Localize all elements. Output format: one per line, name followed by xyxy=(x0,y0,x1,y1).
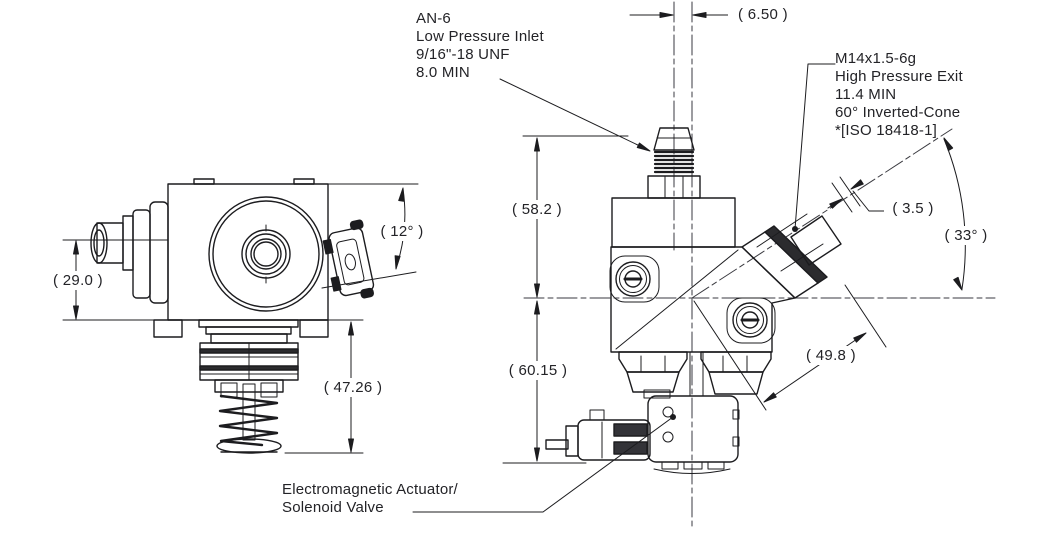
callout-line: 9/16"-18 UNF xyxy=(416,46,510,63)
dim-actuator-length: ( 47.26 ) xyxy=(317,378,389,397)
pump-body-side xyxy=(153,178,329,338)
dim-29-lines xyxy=(62,239,169,320)
an6-threads xyxy=(653,150,695,174)
solenoid-side xyxy=(198,319,299,441)
return-spring xyxy=(216,394,282,454)
right-view xyxy=(502,1,996,529)
dim-exit-length: ( 49.8 ) xyxy=(797,346,865,365)
left-view xyxy=(62,178,419,454)
castellated-section xyxy=(618,351,772,399)
leader-low-pressure-inlet xyxy=(499,78,651,152)
dim-lower-height: ( 60.15 ) xyxy=(500,361,576,380)
high-pressure-exit-boss xyxy=(741,213,842,299)
leader-high-pressure-exit xyxy=(792,63,836,232)
dim-inlet-centerline-drop: ( 29.0 ) xyxy=(44,271,112,290)
callout-line: 8.0 MIN xyxy=(416,64,470,81)
dim-connector-angle: ( 12° ) xyxy=(374,222,430,241)
callout-line: Solenoid Valve xyxy=(282,499,384,516)
pump-body-front xyxy=(610,197,796,353)
callout-actuator: Electromagnetic Actuator/ Solenoid Valve xyxy=(282,481,458,517)
screw-left xyxy=(609,255,660,303)
callout-low-pressure-inlet: AN-6 Low Pressure Inlet 9/16"-18 UNF 8.0… xyxy=(416,10,544,82)
callout-line: Electromagnetic Actuator/ xyxy=(282,481,458,498)
inlet-port-side xyxy=(90,201,169,304)
an6-fitting xyxy=(647,127,701,199)
electrical-connector-side xyxy=(322,219,375,299)
solenoid-front xyxy=(647,395,740,474)
callout-high-pressure-exit: M14x1.5-6g High Pressure Exit 11.4 MIN 6… xyxy=(835,50,963,140)
dim-exit-angle: ( 33° ) xyxy=(936,226,996,245)
callout-line: Low Pressure Inlet xyxy=(416,28,544,45)
leader-actuator xyxy=(412,414,676,513)
callout-line: *[ISO 18418-1] xyxy=(835,122,938,139)
dim-upper-height: ( 58.2 ) xyxy=(504,200,570,219)
dim-35-lines xyxy=(827,176,887,213)
dim-650-lines xyxy=(629,12,734,18)
dim-inlet-offset: ( 6.50 ) xyxy=(728,5,798,24)
callout-line: High Pressure Exit xyxy=(835,68,963,85)
callout-line: 11.4 MIN xyxy=(835,86,897,103)
dim-33deg-lines xyxy=(943,137,966,291)
electrical-connector-front xyxy=(545,409,651,461)
callout-line: AN-6 xyxy=(416,10,451,27)
callout-line: M14x1.5-6g xyxy=(835,50,917,67)
dim-exit-tip-length: ( 3.5 ) xyxy=(884,199,942,218)
dim-6015-lines xyxy=(502,300,587,464)
callout-line: 60° Inverted-Cone xyxy=(835,104,961,121)
screw-right xyxy=(726,297,776,344)
